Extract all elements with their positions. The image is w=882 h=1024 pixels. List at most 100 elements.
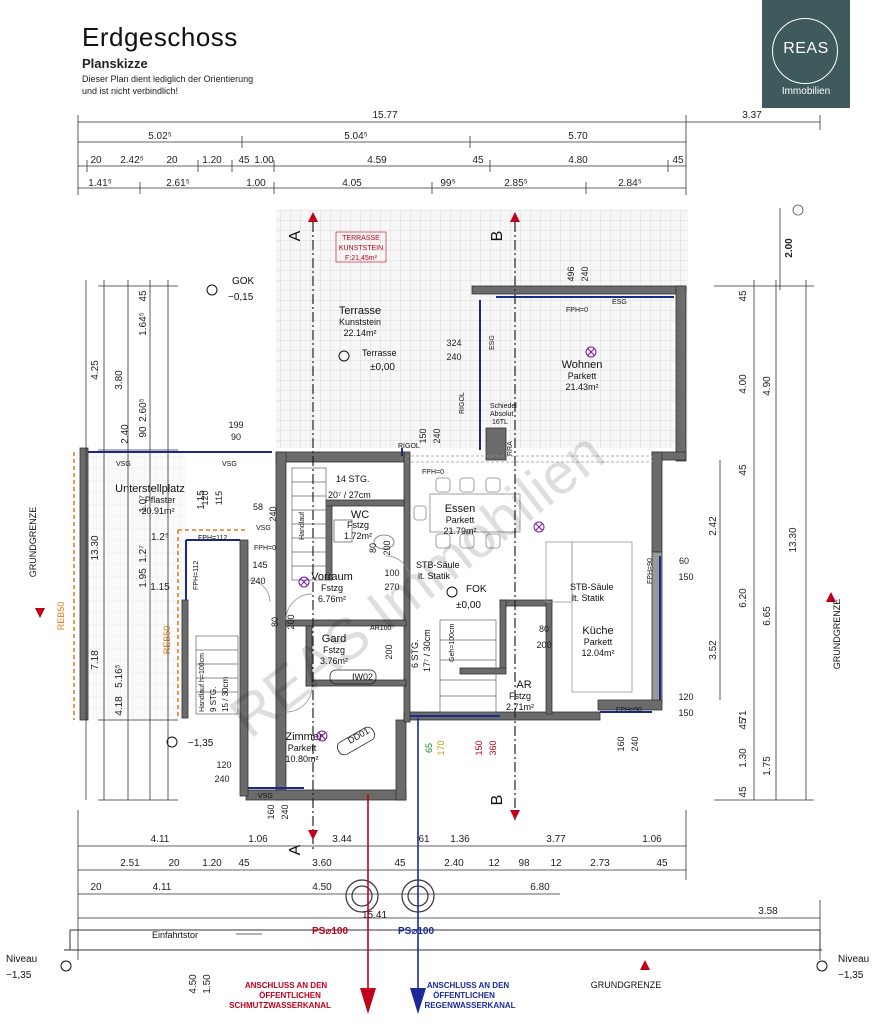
dim-right-v2-5: 71 — [738, 710, 749, 722]
dimension-lines-bottom — [77, 810, 821, 960]
stair-14-dim: 20⁷ / 27cm — [328, 490, 371, 500]
sewer-lines — [367, 718, 419, 990]
dim-row2-3: 5.70 — [568, 131, 588, 142]
dim-row3-10: 45 — [672, 155, 684, 166]
esg-2: ESG — [489, 335, 496, 350]
dim-row3-8: 45 — [472, 155, 484, 166]
dim-bv-2: 1.50 — [202, 974, 213, 994]
d199: 199 — [228, 420, 243, 430]
vsg-3: VSG — [256, 525, 271, 532]
terrasse-tag-2: KUNSTSTEIN — [339, 245, 383, 252]
fph-112-a: FPH=112 — [198, 535, 227, 542]
d240f: 240 — [630, 736, 640, 751]
grundgrenze-bottom: GRUNDGRENZE — [591, 980, 662, 990]
dim-row3-9: 4.80 — [568, 155, 588, 166]
dim-1541: 15.41 — [362, 910, 387, 921]
dim-right-v1-1: 4.90 — [762, 376, 773, 396]
room-wohnen-floor: Parkett — [568, 371, 597, 381]
fph-0-b: FPH=0 — [422, 469, 444, 476]
d270: 270 — [384, 582, 399, 592]
property-boundary — [64, 929, 822, 951]
gelaender: Geh=100cm — [449, 624, 456, 662]
dim-b2-9: 98 — [518, 858, 530, 869]
dim-row4-6: 2.85⁵ — [504, 178, 528, 189]
fph-90-a: FPH=90 — [647, 558, 654, 584]
dim-b3-4: 6.80 — [530, 882, 550, 893]
red-note-3: SCHMUTZWASSERKANAL — [229, 1001, 331, 1010]
d240b: 240 — [580, 266, 590, 281]
kitchen-fittings — [405, 455, 653, 693]
dim-b1-3: 3.44 — [332, 834, 352, 845]
d200b: 200 — [382, 540, 392, 555]
rra: RRA — [507, 441, 514, 456]
dim-bv-1: 4.50 — [188, 974, 199, 994]
d115: 115 — [214, 491, 224, 505]
niveau-left: Niveau — [6, 954, 37, 965]
room-wohnen-name: Wohnen — [562, 359, 603, 371]
d120: 120 — [200, 490, 210, 505]
carport-marker-texts: REB50 REB50 — [56, 602, 172, 655]
page-subtitle: Planskizze — [82, 56, 148, 71]
red-note-2: ÖFFENTLICHEN — [259, 991, 321, 1000]
section-a-top: A — [287, 230, 304, 241]
room-terrasse-name: Terrasse — [339, 305, 381, 317]
dim-left-v4-2: 1.0⁷ — [138, 495, 149, 513]
reb50-1: REB50 — [56, 602, 66, 631]
d240d: 240 — [268, 506, 278, 521]
terrasse-tag-1: TERRASSE — [342, 235, 380, 242]
room-labels: Terrasse Kunststein 22.14m² Wohnen Parke… — [115, 305, 614, 764]
fph-0-a: FPH=0 — [566, 307, 588, 314]
dim-b3-1: 20 — [90, 882, 102, 893]
dim-b2-2: 20 — [168, 858, 180, 869]
dining-table — [413, 477, 521, 549]
dim-row4-2: 2.61⁵ — [166, 178, 190, 189]
stair-steps-left-dim: 15 / 30cm — [221, 677, 230, 712]
dim-b1-7: 1.06 — [642, 834, 662, 845]
d100: 100 — [384, 568, 399, 578]
dim-b2-1: 2.51 — [120, 858, 140, 869]
d160b: 160 — [266, 804, 276, 819]
room-vorraum-name: Vorraum — [311, 571, 353, 583]
dimension-texts-left: 13.30 4.25 7.18 3.80 5.16⁵ 4.18 45 1.64⁵… — [90, 290, 207, 716]
dim-left-v4-1: 2.40 — [120, 424, 131, 444]
light-symbols — [298, 346, 597, 742]
dim-left-outer: 13.30 — [90, 535, 101, 560]
d145: 145 — [252, 560, 267, 570]
dim-row2-2: 5.04⁵ — [344, 131, 368, 142]
niveau-right-val: −1,35 — [838, 970, 864, 981]
window-lines — [88, 296, 674, 789]
esg-1: ESG — [612, 299, 627, 306]
rigol-1: RIGOL — [398, 443, 420, 450]
section-a-bottom: A — [287, 844, 304, 855]
room-terrasse-floor: Kunststein — [339, 317, 381, 327]
dim-right-v2-7: 1.30 — [738, 748, 749, 768]
stb-saeule-1b: lt. Statik — [418, 571, 451, 581]
disclaimer-line-1: Dieser Plan dient lediglich der Orientie… — [82, 74, 254, 84]
dim-row3-5: 45 — [238, 155, 250, 166]
door-swings — [247, 555, 411, 713]
d324: 324 — [446, 338, 461, 348]
d240e: 240 — [250, 576, 265, 586]
dim-row4-4: 4.05 — [342, 178, 362, 189]
d80c: 80 — [539, 624, 549, 634]
ar100: AR100 — [370, 625, 392, 632]
section-letters: A B A B — [287, 230, 506, 855]
room-essen-area: 21.79m² — [443, 526, 476, 536]
rigol-2: RIGOL — [459, 392, 466, 414]
walls — [79, 285, 687, 801]
room-essen-floor: Parkett — [446, 515, 475, 525]
d150b: 150 — [678, 572, 693, 582]
misc-annotations: 14 STG. 20⁷ / 27cm 6 STG. 17⁷ / 30cm Geh… — [116, 299, 654, 940]
d240h: 240 — [280, 804, 290, 819]
dim-total-top: 15.77 — [372, 110, 397, 121]
level-markers: GOK −0,15 Terrasse ±0,00 FOK ±0,00 −1,35… — [6, 276, 869, 981]
grundgrenze-left: GRUNDGRENZE — [28, 507, 38, 578]
d58: 58 — [253, 502, 263, 512]
grundgrenze-right: GRUNDGRENZE — [832, 599, 842, 670]
dim-row4-5: 99⁵ — [440, 178, 455, 189]
section-b-bottom: B — [489, 795, 506, 806]
room-kueche-name: Küche — [582, 625, 613, 637]
dim-left-v1-2: 7.18 — [90, 650, 101, 670]
dim-row3-1: 20 — [90, 155, 102, 166]
vsg-1: VSG — [116, 461, 131, 468]
